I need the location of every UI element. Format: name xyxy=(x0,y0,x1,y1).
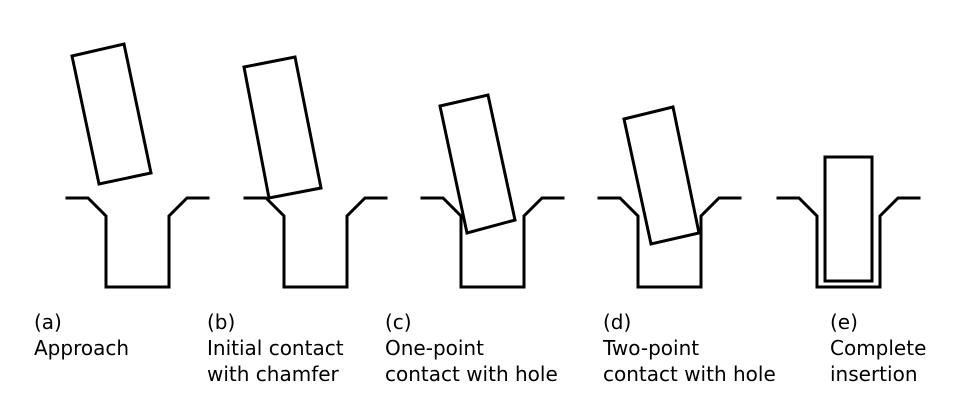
caption-e-tag: (e) xyxy=(830,310,858,334)
panel-b xyxy=(242,55,388,289)
caption-d: (d) Two-point contact with hole xyxy=(603,309,776,387)
panel-a xyxy=(65,42,210,289)
caption-d-tag: (d) xyxy=(603,310,632,334)
peg-c xyxy=(438,93,517,235)
caption-b-tag: (b) xyxy=(207,310,236,334)
hole-a xyxy=(65,196,210,289)
caption-b-line1: Initial contact xyxy=(207,336,344,360)
hole-b xyxy=(243,196,388,289)
caption-c-line2: contact with hole xyxy=(385,362,558,386)
peg-b xyxy=(242,55,323,200)
caption-b-line2: with chamfer xyxy=(207,362,339,386)
peg-d xyxy=(622,105,701,246)
panel-d xyxy=(597,105,742,289)
hole-c xyxy=(420,196,565,289)
caption-a-line1: Approach xyxy=(34,336,130,360)
peg-e xyxy=(823,155,874,283)
caption-d-line2: contact with hole xyxy=(603,362,776,386)
hole-d xyxy=(597,196,742,289)
caption-a-tag: (a) xyxy=(34,310,62,334)
caption-e: (e) Complete insertion xyxy=(830,309,926,387)
panel-e xyxy=(776,155,921,289)
caption-e-line1: Complete xyxy=(830,336,927,360)
caption-c-tag: (c) xyxy=(385,310,412,334)
caption-d-line1: Two-point xyxy=(603,336,700,360)
panel-c xyxy=(420,93,565,289)
hole-e xyxy=(776,196,921,289)
peg-a xyxy=(70,42,153,186)
caption-b: (b) Initial contact with chamfer xyxy=(207,309,344,387)
caption-c-line1: One-point xyxy=(385,336,484,360)
caption-c: (c) One-point contact with hole xyxy=(385,309,558,387)
caption-e-line2: insertion xyxy=(830,362,918,386)
caption-a: (a) Approach xyxy=(34,309,129,361)
